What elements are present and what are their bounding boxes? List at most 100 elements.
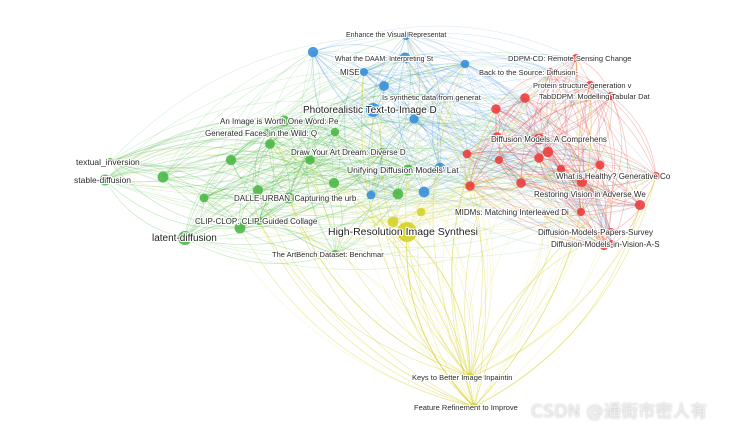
node-n21-dot[interactable] <box>255 217 263 225</box>
node-n13-dot[interactable] <box>106 158 114 166</box>
node-n8-dot[interactable] <box>436 93 444 101</box>
watermark-handle: @通街市密人有 <box>586 402 708 422</box>
network-edge <box>405 35 613 245</box>
network-edge <box>589 84 657 177</box>
network-edge <box>311 120 383 153</box>
network-edge <box>423 186 612 233</box>
network-edge <box>538 84 591 140</box>
network-edge <box>439 96 583 183</box>
node-n22-dot[interactable] <box>397 222 417 242</box>
network-edge <box>184 159 311 239</box>
network-edge <box>420 95 612 213</box>
node-n9-dot[interactable] <box>366 103 380 117</box>
network-edge <box>283 81 526 122</box>
network-edge <box>257 189 475 408</box>
node-n27-dot[interactable] <box>466 373 474 381</box>
network-edge <box>283 51 314 122</box>
node-n3-dot[interactable] <box>360 68 368 76</box>
node-n14-dot[interactable] <box>99 174 111 186</box>
network-edge <box>288 197 471 378</box>
network-node-dot <box>305 155 315 165</box>
network-edge <box>312 51 498 138</box>
network-edge <box>605 193 613 245</box>
node-n12-dot[interactable] <box>533 133 545 145</box>
node-n5-dot[interactable] <box>547 68 555 76</box>
network-edge <box>203 56 577 199</box>
network-edge <box>363 71 612 233</box>
node-n20-dot[interactable] <box>577 208 585 216</box>
network-edge <box>406 136 498 233</box>
network-edge <box>442 153 475 408</box>
network-edge <box>162 142 271 178</box>
network-edge <box>413 57 577 120</box>
network-edge <box>413 71 552 120</box>
network-edge <box>334 131 409 171</box>
network-edge <box>312 51 471 187</box>
network-edge <box>312 51 605 247</box>
network-edge <box>439 95 612 169</box>
network-edge <box>283 96 441 129</box>
network-edge <box>580 84 601 213</box>
node-n17-dot[interactable] <box>652 172 660 180</box>
network-edge <box>610 95 657 177</box>
network-edge <box>283 120 383 154</box>
network-edge <box>203 197 336 255</box>
network-edge <box>184 193 399 245</box>
network-edge <box>266 132 372 196</box>
network-edge <box>495 108 613 245</box>
network-edge <box>109 63 466 168</box>
network-node-dot <box>556 164 566 174</box>
node-n8-label: Is synthetic data from generat <box>382 93 482 102</box>
network-node-dot <box>520 93 530 103</box>
node-n23-dot[interactable] <box>607 228 615 236</box>
node-n16-dot[interactable] <box>402 164 414 176</box>
network-edge <box>309 153 409 171</box>
network-edge <box>363 71 582 213</box>
network-edge <box>109 161 260 222</box>
network-edge <box>372 53 577 111</box>
node-n25-dot[interactable] <box>608 240 616 248</box>
network-node-dot <box>576 176 588 188</box>
node-n4-dot[interactable] <box>572 54 580 62</box>
network-edge <box>363 69 497 110</box>
node-n6-label: Protein structure generation v <box>533 81 632 90</box>
network-edge <box>464 63 612 101</box>
network-edge <box>363 71 540 140</box>
node-n26-dot[interactable] <box>331 250 339 258</box>
node-n18-dot[interactable] <box>283 192 295 204</box>
network-edge <box>469 97 526 187</box>
network-edge <box>417 211 475 408</box>
network-edge <box>405 35 471 187</box>
node-n7-dot[interactable] <box>607 92 615 100</box>
node-n6-dot[interactable] <box>586 81 594 89</box>
network-edge <box>257 189 471 378</box>
network-edge <box>560 84 591 170</box>
network-edge <box>610 95 623 195</box>
node-n19-dot[interactable] <box>607 190 615 198</box>
network-edge <box>333 57 406 184</box>
node-n28-dot[interactable] <box>470 403 478 411</box>
network-edge <box>104 179 241 229</box>
network-node-dot <box>157 171 169 183</box>
node-n2-dot[interactable] <box>399 52 411 64</box>
network-edge <box>547 151 612 195</box>
node-n11-dot[interactable] <box>263 129 271 137</box>
node-n15-dot[interactable] <box>378 148 386 156</box>
network-edge <box>538 157 612 195</box>
network-edge <box>162 120 313 178</box>
network-edge <box>473 151 552 408</box>
node-n10-dot[interactable] <box>278 115 290 127</box>
network-edges <box>104 25 657 408</box>
node-n1-dot[interactable] <box>402 32 410 40</box>
network-edge <box>104 108 497 196</box>
network-edge <box>439 96 488 378</box>
network-edge <box>547 84 591 153</box>
network-edge <box>496 95 612 138</box>
network-edge <box>404 57 486 408</box>
node-n24-dot[interactable] <box>178 231 192 245</box>
network-edge <box>464 63 540 140</box>
network-edge <box>104 168 562 226</box>
network-edge <box>361 71 383 153</box>
network-edge <box>495 108 562 170</box>
network-edge <box>184 189 259 239</box>
